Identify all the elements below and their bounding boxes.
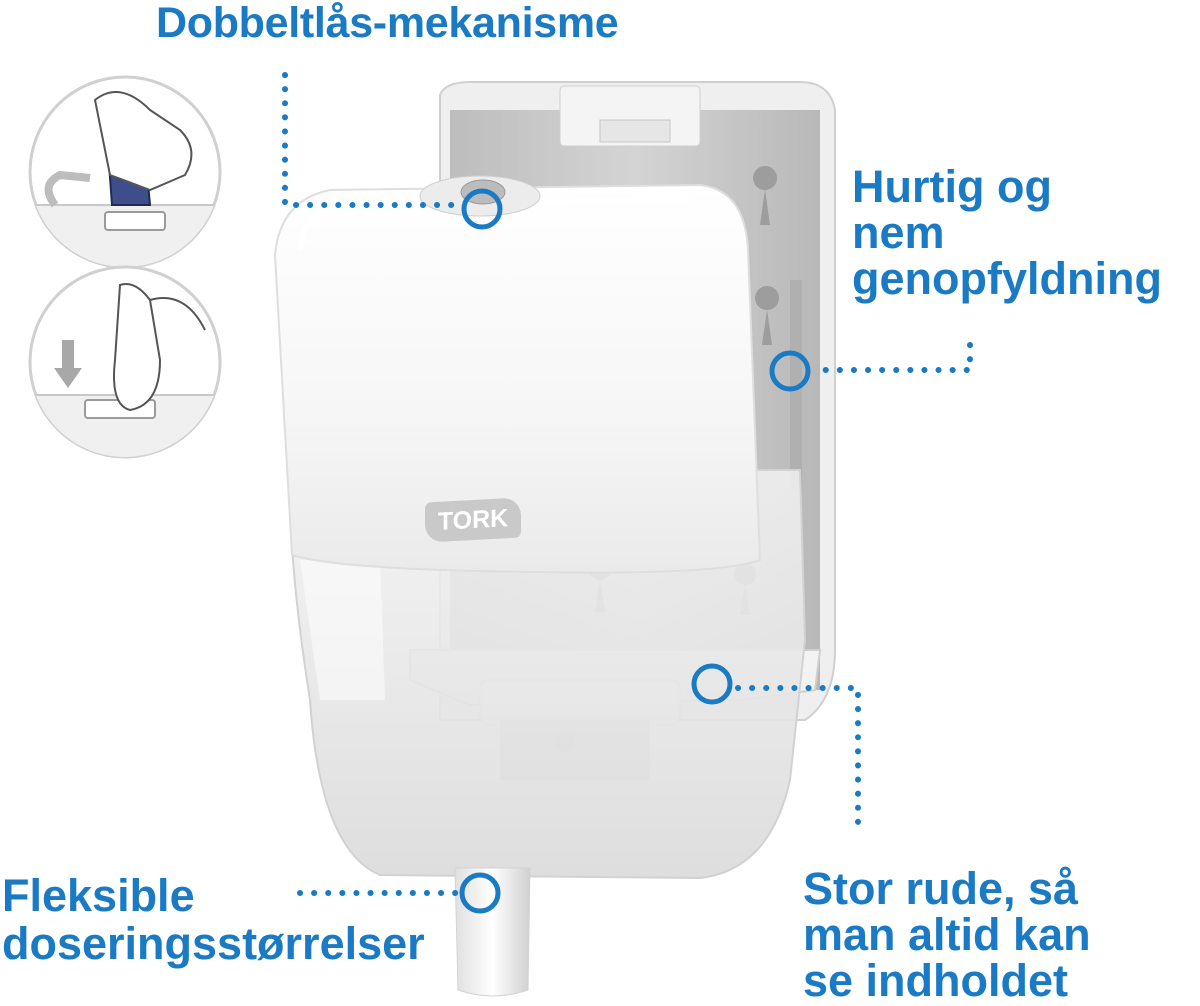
callout-quick-refill: Hurtig og nem genopfyldning xyxy=(852,164,1162,302)
nozzle-ring xyxy=(459,872,501,914)
callout-window-line-3: se indholdet xyxy=(803,955,1069,1006)
callout-flexible-dosing: Fleksible doseringsstørrelser xyxy=(2,872,425,968)
callout-dose-line-1: Fleksible xyxy=(2,870,195,921)
dosing-nozzle xyxy=(454,867,531,997)
push-down-illustration xyxy=(28,265,222,459)
callout-window-line-1: Stor rude, så xyxy=(803,863,1079,914)
callout-refill-line-1: Hurtig og xyxy=(852,161,1052,212)
transparent-window xyxy=(288,469,807,880)
callout-refill-line-2: nem xyxy=(852,207,945,258)
brand-logo: TORK xyxy=(425,497,521,543)
refill-ring xyxy=(769,350,811,392)
highlight-rings xyxy=(459,188,811,914)
brand-logo-text: TORK xyxy=(437,504,509,536)
callout-dose-line-2: doseringsstørrelser xyxy=(2,918,425,969)
callout-window-line-2: man altid kan xyxy=(803,909,1091,960)
window-ring xyxy=(691,663,733,705)
callout-refill-line-3: genopfyldning xyxy=(852,253,1162,304)
callout-lock-line-1: Dobbeltlås-mekanisme xyxy=(156,0,619,47)
lock-ring xyxy=(461,188,503,230)
callout-large-window: Stor rude, så man altid kan se indholdet xyxy=(803,866,1091,1004)
key-turn-illustration xyxy=(28,75,222,269)
leader-lines xyxy=(282,72,973,896)
callout-lock-mechanism: Dobbeltlås-mekanisme xyxy=(156,0,619,47)
